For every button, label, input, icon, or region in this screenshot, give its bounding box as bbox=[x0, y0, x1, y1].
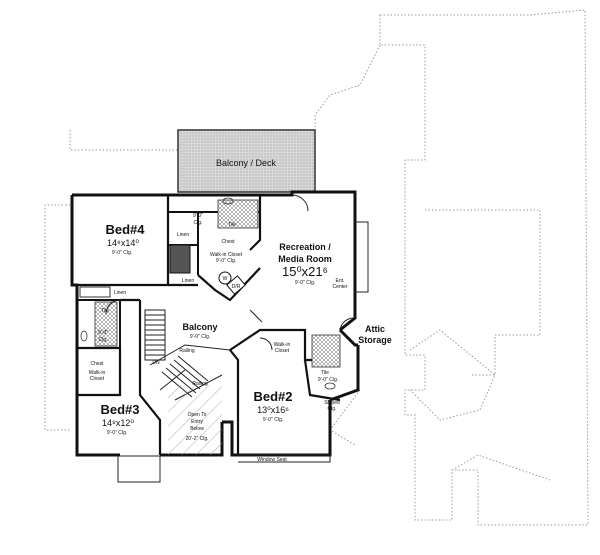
recreation-size: 15⁰x21⁶ bbox=[282, 264, 328, 279]
linen-left-label: Linen bbox=[114, 290, 126, 296]
left-clg2: Clg. bbox=[99, 337, 108, 343]
bath-top-clg1: 9'-0" bbox=[193, 213, 203, 219]
bed3-ceiling: 9'-0" Clg. bbox=[107, 430, 127, 436]
interior-walls bbox=[72, 195, 341, 455]
bed2-ceiling: 9'-0" Clg. bbox=[263, 417, 283, 423]
walkin-left-line1: Walk-in bbox=[89, 370, 106, 376]
open-entry-line2: Entry bbox=[191, 419, 203, 425]
chest-left-label: Chest bbox=[90, 361, 104, 367]
bed4-size: 14⁸x14⁰ bbox=[107, 238, 139, 248]
fixtures bbox=[79, 197, 369, 483]
balcony-deck-label: Balcony / Deck bbox=[216, 158, 277, 168]
recreation-ceiling: 9'-0" Clg. bbox=[295, 280, 315, 286]
bed4-name: Bed#4 bbox=[105, 222, 145, 237]
attic-line1: Attic bbox=[365, 324, 385, 334]
bed4-ceiling: 9'-0" Clg. bbox=[112, 250, 132, 256]
tile-right-bath bbox=[311, 334, 341, 368]
bed3-size: 14⁸x12⁰ bbox=[102, 418, 134, 428]
chest-top-label: Chest bbox=[221, 239, 235, 245]
left-clg1: 9'-0" bbox=[98, 330, 108, 336]
walkin-top-line2: 9'-0" Clg. bbox=[216, 258, 236, 264]
balcony-ceiling: 9'-0" Clg. bbox=[190, 334, 210, 340]
tile-left-label: Tile bbox=[101, 308, 109, 314]
sloped-line2: Clg. bbox=[328, 406, 337, 412]
walkin-left-line2: Closet bbox=[90, 376, 105, 382]
right-clg: 9'-0" Clg. bbox=[318, 377, 338, 383]
walkin-right-line1: Walk-in bbox=[274, 342, 291, 348]
bed3-name: Bed#3 bbox=[100, 402, 139, 417]
washer-label: W bbox=[223, 276, 228, 282]
recreation-name-line2: Media Room bbox=[278, 254, 332, 264]
bed2-name: Bed#2 bbox=[253, 389, 292, 404]
recreation-name-line1: Recreation / bbox=[279, 242, 331, 252]
dn-label: DN bbox=[152, 360, 160, 366]
sloped-line1: Sloped bbox=[324, 400, 340, 406]
ent-center-line1: Ent. bbox=[336, 278, 345, 284]
window-seat-label: Window Seat bbox=[257, 457, 287, 463]
linen-upper-label: Linen bbox=[177, 232, 189, 238]
open-to-entry-area bbox=[168, 385, 222, 455]
walkin-right-line2: Closet bbox=[275, 348, 290, 354]
linen-lower-label: Linen bbox=[182, 278, 194, 284]
door-swings bbox=[105, 194, 356, 351]
balcony-deck-area bbox=[177, 129, 316, 193]
dryer-label: D/R bbox=[232, 284, 241, 290]
tile-right-label: Tile bbox=[321, 370, 329, 376]
staircase bbox=[144, 309, 209, 398]
attic-line2: Storage bbox=[358, 335, 392, 345]
open-entry-line1: Open To bbox=[188, 412, 207, 418]
railing-stair-label: Railing bbox=[192, 381, 208, 387]
balcony-name: Balcony bbox=[182, 322, 217, 332]
bed2-size: 13⁰x16⁶ bbox=[257, 405, 289, 415]
ent-center-line2: Center bbox=[332, 284, 347, 290]
tile-top-bath bbox=[217, 199, 259, 229]
tile-top-label: Tile bbox=[228, 222, 236, 228]
walkin-top-line1: Walk-in Closet bbox=[210, 252, 243, 258]
tile-left-bath bbox=[94, 301, 118, 347]
bath-top-clg2: Clg. bbox=[194, 220, 203, 226]
open-entry-line3: Below bbox=[190, 426, 204, 432]
balcony-railing: Railing bbox=[179, 348, 195, 354]
open-entry-clg: 20'-2" Clg. bbox=[185, 436, 208, 442]
